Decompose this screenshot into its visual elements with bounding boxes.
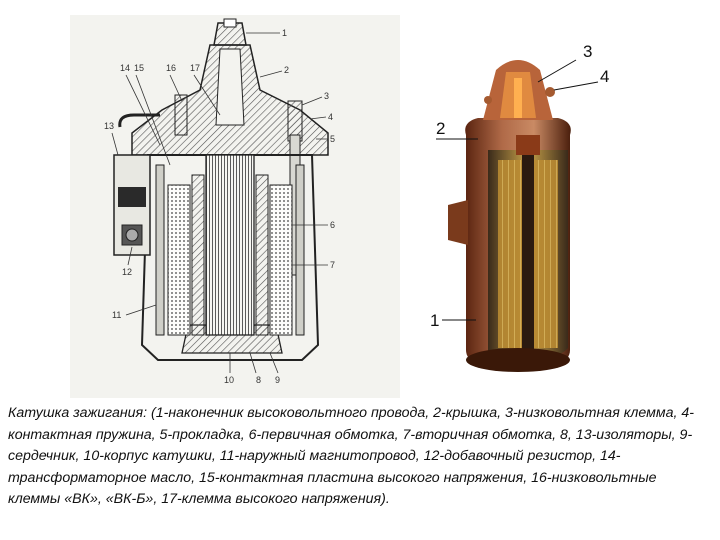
left-callout-8: 8 <box>256 375 261 385</box>
right-callout-3: 3 <box>583 42 592 61</box>
left-callout-1: 1 <box>282 28 287 38</box>
left-callout-3: 3 <box>324 91 329 101</box>
left-callout-2: 2 <box>284 65 289 75</box>
left-callout-16: 16 <box>166 63 176 73</box>
right-callout-4: 4 <box>600 67 609 86</box>
left-callout-7: 7 <box>330 260 335 270</box>
left-callout-15: 15 <box>134 63 144 73</box>
coil-section-drawing: 1 2 3 4 5 6 7 8 9 10 11 12 13 14 15 16 1… <box>70 15 400 398</box>
coil-cutaway-illustration: 3 4 2 1 <box>418 30 618 385</box>
figure-caption: Катушка зажигания: (1-наконечник высоков… <box>8 405 694 507</box>
left-callout-6: 6 <box>330 220 335 230</box>
coil-cutaway-svg: 3 4 2 1 <box>430 42 609 372</box>
left-callout-11: 11 <box>112 310 121 320</box>
left-callout-17: 17 <box>190 63 200 73</box>
left-callout-5: 5 <box>330 134 335 144</box>
left-callout-9: 9 <box>275 375 280 385</box>
left-callout-13: 13 <box>104 121 114 131</box>
left-callout-4: 4 <box>328 112 333 122</box>
left-callout-12: 12 <box>122 267 132 277</box>
coil-section-svg: 1 2 3 4 5 6 7 8 9 10 11 12 13 14 15 16 1… <box>104 18 335 385</box>
right-callout-1: 1 <box>430 311 439 330</box>
right-callout-2: 2 <box>436 119 445 138</box>
left-callout-14: 14 <box>120 63 130 73</box>
left-callout-10: 10 <box>224 375 234 385</box>
